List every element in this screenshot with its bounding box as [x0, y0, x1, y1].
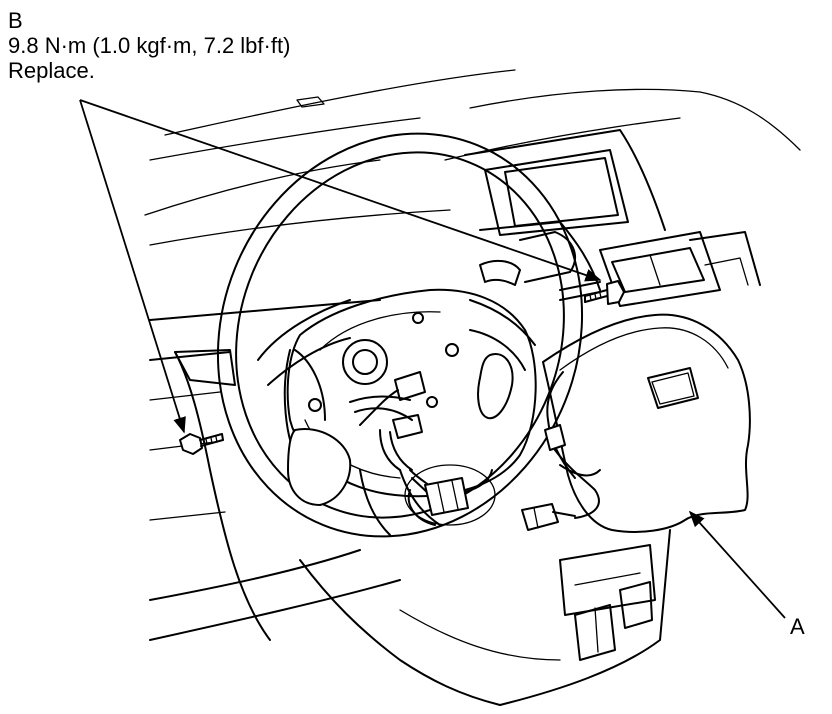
callout-a-letter: A — [790, 614, 805, 639]
center-console — [464, 129, 761, 307]
leader-a — [688, 510, 786, 619]
callout-b-torque: 9.8 N·m (1.0 kgf·m, 7.2 lbf·ft) — [8, 33, 291, 58]
callout-b-note: Replace. — [8, 58, 95, 83]
airbag-module — [521, 313, 751, 533]
steering-wheel — [216, 132, 584, 538]
wire-harness — [404, 464, 496, 526]
leader-b-right — [79, 99, 602, 282]
callout-b-letter: B — [8, 8, 23, 33]
bolt-right-icon — [584, 280, 625, 305]
hub-details — [283, 312, 514, 506]
callout-b: B 9.8 N·m (1.0 kgf·m, 7.2 lbf·ft) Replac… — [8, 8, 290, 83]
leader-lines — [79, 99, 786, 619]
lower-dash — [174, 349, 671, 706]
callout-a: A — [790, 614, 805, 639]
dashboard-outline — [144, 69, 801, 641]
leader-b-left — [79, 99, 186, 434]
bolt-left-icon — [179, 433, 224, 455]
